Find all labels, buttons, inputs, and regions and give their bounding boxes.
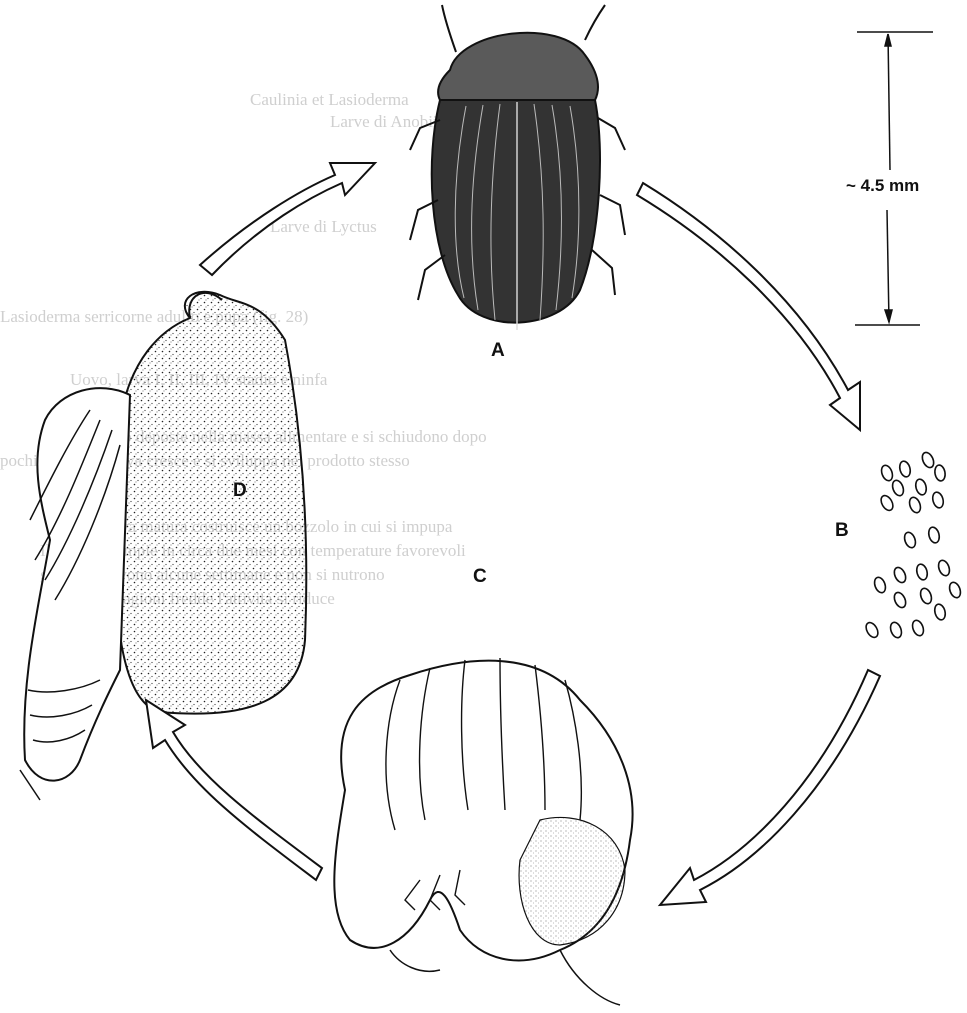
- label-eggs: B: [835, 520, 849, 542]
- label-larva: C: [473, 566, 487, 588]
- label-pupa: D: [233, 480, 247, 502]
- arrow-adult-to-eggs: [637, 183, 860, 430]
- label-adult: A: [491, 340, 505, 362]
- arrow-larva-to-pupa: [146, 700, 322, 880]
- larva-drawing: [334, 658, 632, 1005]
- egg-cluster: [864, 451, 963, 640]
- adult-beetle-drawing: [410, 5, 625, 330]
- arrow-pupa-to-adult: [200, 163, 375, 275]
- arrow-eggs-to-larva: [660, 670, 880, 905]
- scale-label: ~ 4.5 mm: [846, 176, 919, 196]
